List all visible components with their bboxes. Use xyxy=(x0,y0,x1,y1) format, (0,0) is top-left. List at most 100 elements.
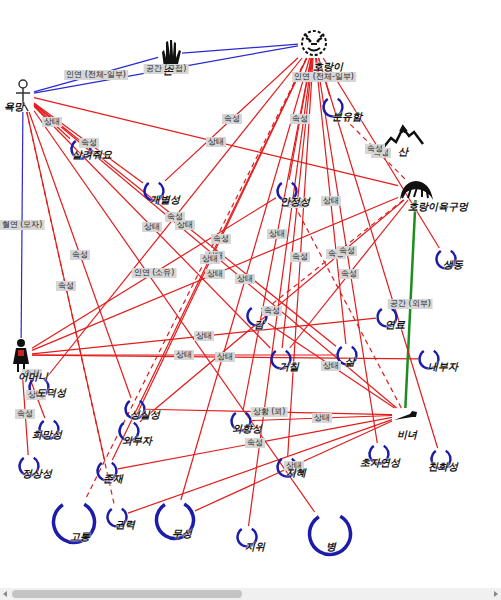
concept-circle: 외부자 xyxy=(118,420,140,442)
node-label: 어머니 xyxy=(18,370,48,384)
edge-label: 상태 xyxy=(235,274,255,284)
concept-icon: 호랑이육구멍 xyxy=(398,180,434,200)
node-label: 거칠 xyxy=(279,360,299,374)
relation-line xyxy=(128,420,392,514)
node-label: 연료 xyxy=(385,318,405,332)
edge-label: 상태 xyxy=(205,269,225,279)
edge-label: 상태 xyxy=(194,331,214,341)
relation-line xyxy=(34,111,315,512)
edge-label: 상태 xyxy=(200,254,220,264)
edge-label: 속성 xyxy=(262,306,282,316)
edge-label: 상태 xyxy=(215,352,235,362)
concept-circle: 지위 xyxy=(236,526,258,548)
edge-label: 속성 xyxy=(15,409,35,419)
concept-circle: 내부자 xyxy=(418,348,440,370)
node-label: 도덕성 xyxy=(36,386,66,400)
node-label: 욕망 xyxy=(4,100,24,114)
relation-line xyxy=(85,58,306,500)
concept-circle: 무성 xyxy=(155,500,195,540)
concept-circle: 거칠 xyxy=(270,348,292,370)
node-label: 초자연성 xyxy=(360,456,400,470)
relation-line xyxy=(34,98,398,186)
concept-circle: 외향성 xyxy=(230,410,252,432)
node-label: 친화성 xyxy=(428,460,458,474)
edge-label: 상황 (꾀) xyxy=(251,407,288,417)
edge-label: 공간 (외부) xyxy=(388,299,433,309)
relation-line xyxy=(316,58,346,344)
concept-circle: 권력 xyxy=(106,506,128,528)
edge-label: 속성 xyxy=(290,114,310,124)
edge-label: 속성 xyxy=(70,250,90,260)
relation-line xyxy=(134,58,307,420)
node-label: 개별성 xyxy=(150,193,180,207)
node-shape xyxy=(10,338,32,372)
edge-label: 인연 (소유) xyxy=(132,268,177,278)
node-label: 안정성 xyxy=(280,195,310,209)
relation-line xyxy=(316,58,377,443)
concept-circle: 성실성 xyxy=(124,398,146,420)
node-label: 손 xyxy=(163,64,173,78)
relation-line xyxy=(32,318,376,354)
edge-label: 상태 xyxy=(312,413,332,423)
concept-circle: 친화성 xyxy=(430,448,452,470)
concept-circle: 연료 xyxy=(376,306,398,328)
node-label: 지위 xyxy=(245,540,265,554)
relation-line xyxy=(268,200,403,307)
node-label: 외부자 xyxy=(122,434,152,448)
concept-icon: 호랑이 xyxy=(298,28,330,58)
concept-circle: 고통 xyxy=(52,500,96,544)
concept-icon: 비녀 xyxy=(392,408,418,422)
relation-line xyxy=(248,58,311,526)
concept-circle: 희망성 xyxy=(38,418,60,440)
edge-label: 상태 xyxy=(42,117,62,127)
node-label: 외향성 xyxy=(232,422,262,436)
edge-label: 혈연 (모자) xyxy=(0,220,44,230)
edge-label: 속성 xyxy=(165,212,185,222)
edge-label: 속성 xyxy=(79,138,99,148)
node-label: 삶 xyxy=(345,355,355,369)
node-label: 권력 xyxy=(115,518,135,532)
relation-line xyxy=(34,104,397,408)
edge-label: 상태 xyxy=(142,222,162,232)
concept-circle: 초자연성 xyxy=(368,443,390,465)
relation-line xyxy=(181,58,310,500)
concept-circle: 지혜 xyxy=(276,456,298,478)
node-label: 살려줘요 xyxy=(72,148,112,162)
node-label: 희망성 xyxy=(32,428,62,442)
node-label: 분유함 xyxy=(332,110,362,124)
node-label: 비녀 xyxy=(397,428,417,442)
node-shape xyxy=(298,28,330,58)
edge-label: 상태 xyxy=(174,350,194,360)
edge-label: 속성 xyxy=(222,114,242,124)
concept-circle: 개별성 xyxy=(143,180,165,202)
edge-label: 상태 xyxy=(206,137,226,147)
node-label: 지혜 xyxy=(286,466,306,480)
edge-label: 인연 (전체-일부) xyxy=(292,72,356,82)
edge-label: 상태 xyxy=(321,361,341,371)
node-label: 병 xyxy=(326,540,336,554)
relation-line xyxy=(27,112,105,460)
node-label: 내부자 xyxy=(428,360,458,374)
concept-circle: 병 xyxy=(308,512,352,556)
node-label: 성실성 xyxy=(130,408,160,422)
concept-circle: 존재 xyxy=(96,460,118,482)
concept-circle: 분유함 xyxy=(322,96,344,118)
relation-line xyxy=(288,58,313,456)
edge-label: 상태 xyxy=(267,229,287,239)
edge-label: 속성 xyxy=(56,281,76,291)
node-label: 무성 xyxy=(172,527,192,541)
node-label: 존재 xyxy=(103,472,123,486)
node-label: 정상성 xyxy=(22,467,52,481)
concept-circle: 안정성 xyxy=(276,180,298,202)
node-label: 감 xyxy=(254,318,264,332)
edge-label: 속성 xyxy=(365,144,385,154)
relation-line xyxy=(140,200,404,422)
concept-circle: 정상성 xyxy=(18,455,40,477)
relation-line xyxy=(32,198,276,348)
node-shape xyxy=(392,408,418,422)
node-label: 호랑이 xyxy=(313,60,343,74)
relation-line xyxy=(268,323,395,408)
relation-line xyxy=(319,58,438,448)
node-label: 산 xyxy=(398,145,408,159)
relation-line xyxy=(32,198,398,351)
